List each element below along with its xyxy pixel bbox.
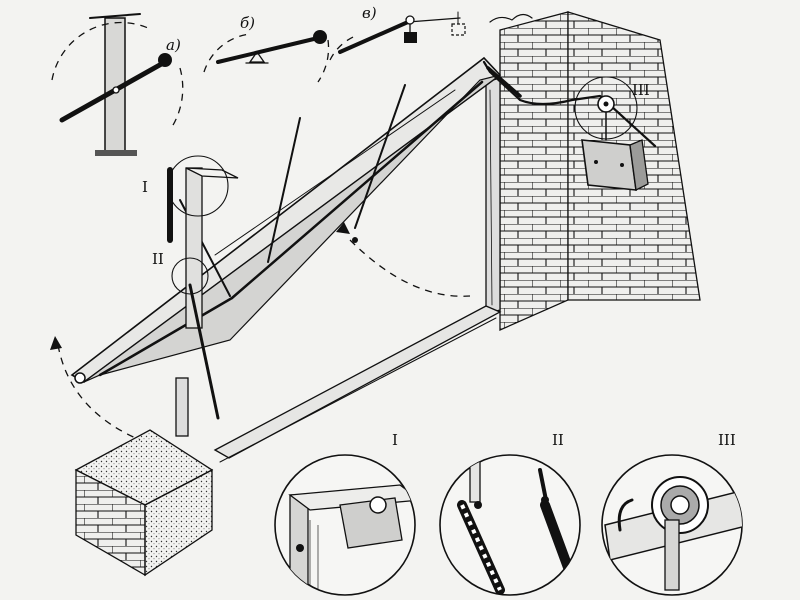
detail-label: III — [718, 431, 736, 449]
lift-cable — [482, 60, 657, 148]
bolt — [594, 160, 598, 164]
motion-arrow — [336, 222, 350, 234]
cable-arm — [486, 66, 522, 98]
counterweight-box — [581, 139, 637, 191]
wall-face-left — [499, 11, 569, 331]
leaf-bottom-rail — [98, 296, 234, 377]
swing-arc — [169, 67, 184, 131]
detail-1: I — [274, 431, 416, 596]
leaf-brace — [354, 84, 406, 229]
callout-circle-1 — [167, 155, 229, 217]
callout-circle-2 — [171, 257, 209, 295]
counterweight-block — [404, 32, 417, 43]
pulley-assembly — [581, 95, 649, 191]
pin — [538, 468, 548, 502]
bracket-plate — [288, 484, 415, 511]
swing-arc — [203, 33, 251, 73]
variant-b: б) — [203, 14, 330, 83]
variant-a: а) — [51, 13, 184, 156]
roller — [369, 496, 387, 514]
foundation-block — [74, 377, 214, 577]
fulcrum-triangle — [248, 50, 266, 63]
door-leaf — [338, 20, 410, 54]
counterweight-ball — [158, 53, 172, 67]
callout-label: I — [142, 178, 148, 196]
ground-base — [95, 150, 137, 156]
motion-arc — [57, 344, 141, 441]
pulley-axle — [603, 101, 609, 107]
variant-label: а) — [166, 36, 181, 54]
bolt — [296, 544, 304, 552]
detail-3: III — [601, 431, 743, 596]
detail-2: II — [439, 431, 581, 596]
hinge-bracket — [185, 167, 239, 179]
threshold-beam — [213, 305, 502, 459]
leaf-side-rail — [230, 80, 484, 300]
hook — [617, 498, 634, 532]
counterweight-ball — [313, 30, 327, 44]
swing-arc — [329, 34, 359, 61]
variant-label: б) — [240, 14, 255, 32]
pulley — [405, 15, 415, 25]
pivot-pin — [474, 501, 482, 509]
rod-hatch — [460, 504, 502, 591]
bolt — [620, 163, 624, 167]
counterweight-side — [629, 139, 649, 191]
handle-knob — [352, 237, 358, 243]
pivot — [112, 86, 120, 94]
counterweight-raised — [451, 23, 466, 36]
stub-post — [175, 377, 189, 437]
frame-edge — [489, 89, 493, 306]
motion-arc — [349, 239, 471, 297]
swing-arc — [317, 39, 330, 83]
cable — [407, 17, 461, 23]
foundation-side-right — [144, 468, 213, 577]
motion-arrow — [50, 336, 62, 350]
leaf-brace — [267, 117, 301, 263]
lever-arm — [216, 36, 320, 64]
callout-circle-3 — [574, 76, 638, 140]
variant-c: в) — [329, 4, 466, 61]
threshold-edge — [219, 317, 497, 463]
bearing-inner — [670, 495, 690, 515]
detail-label: I — [392, 431, 398, 449]
leaf-mullion — [214, 89, 456, 256]
variant-label: в) — [362, 4, 377, 22]
swing-arc — [51, 21, 149, 81]
roller-wheel — [74, 372, 86, 384]
wall-break-line — [489, 13, 533, 23]
post-cap — [89, 13, 141, 19]
callout-label: II — [152, 250, 164, 268]
callout-label: III — [632, 81, 650, 99]
detail-label: II — [552, 431, 564, 449]
prop-bar — [188, 283, 220, 420]
frame-post-right — [485, 77, 501, 315]
pivot-pin — [541, 496, 549, 504]
hanger-strap — [664, 519, 680, 591]
detail-frame — [439, 454, 581, 596]
